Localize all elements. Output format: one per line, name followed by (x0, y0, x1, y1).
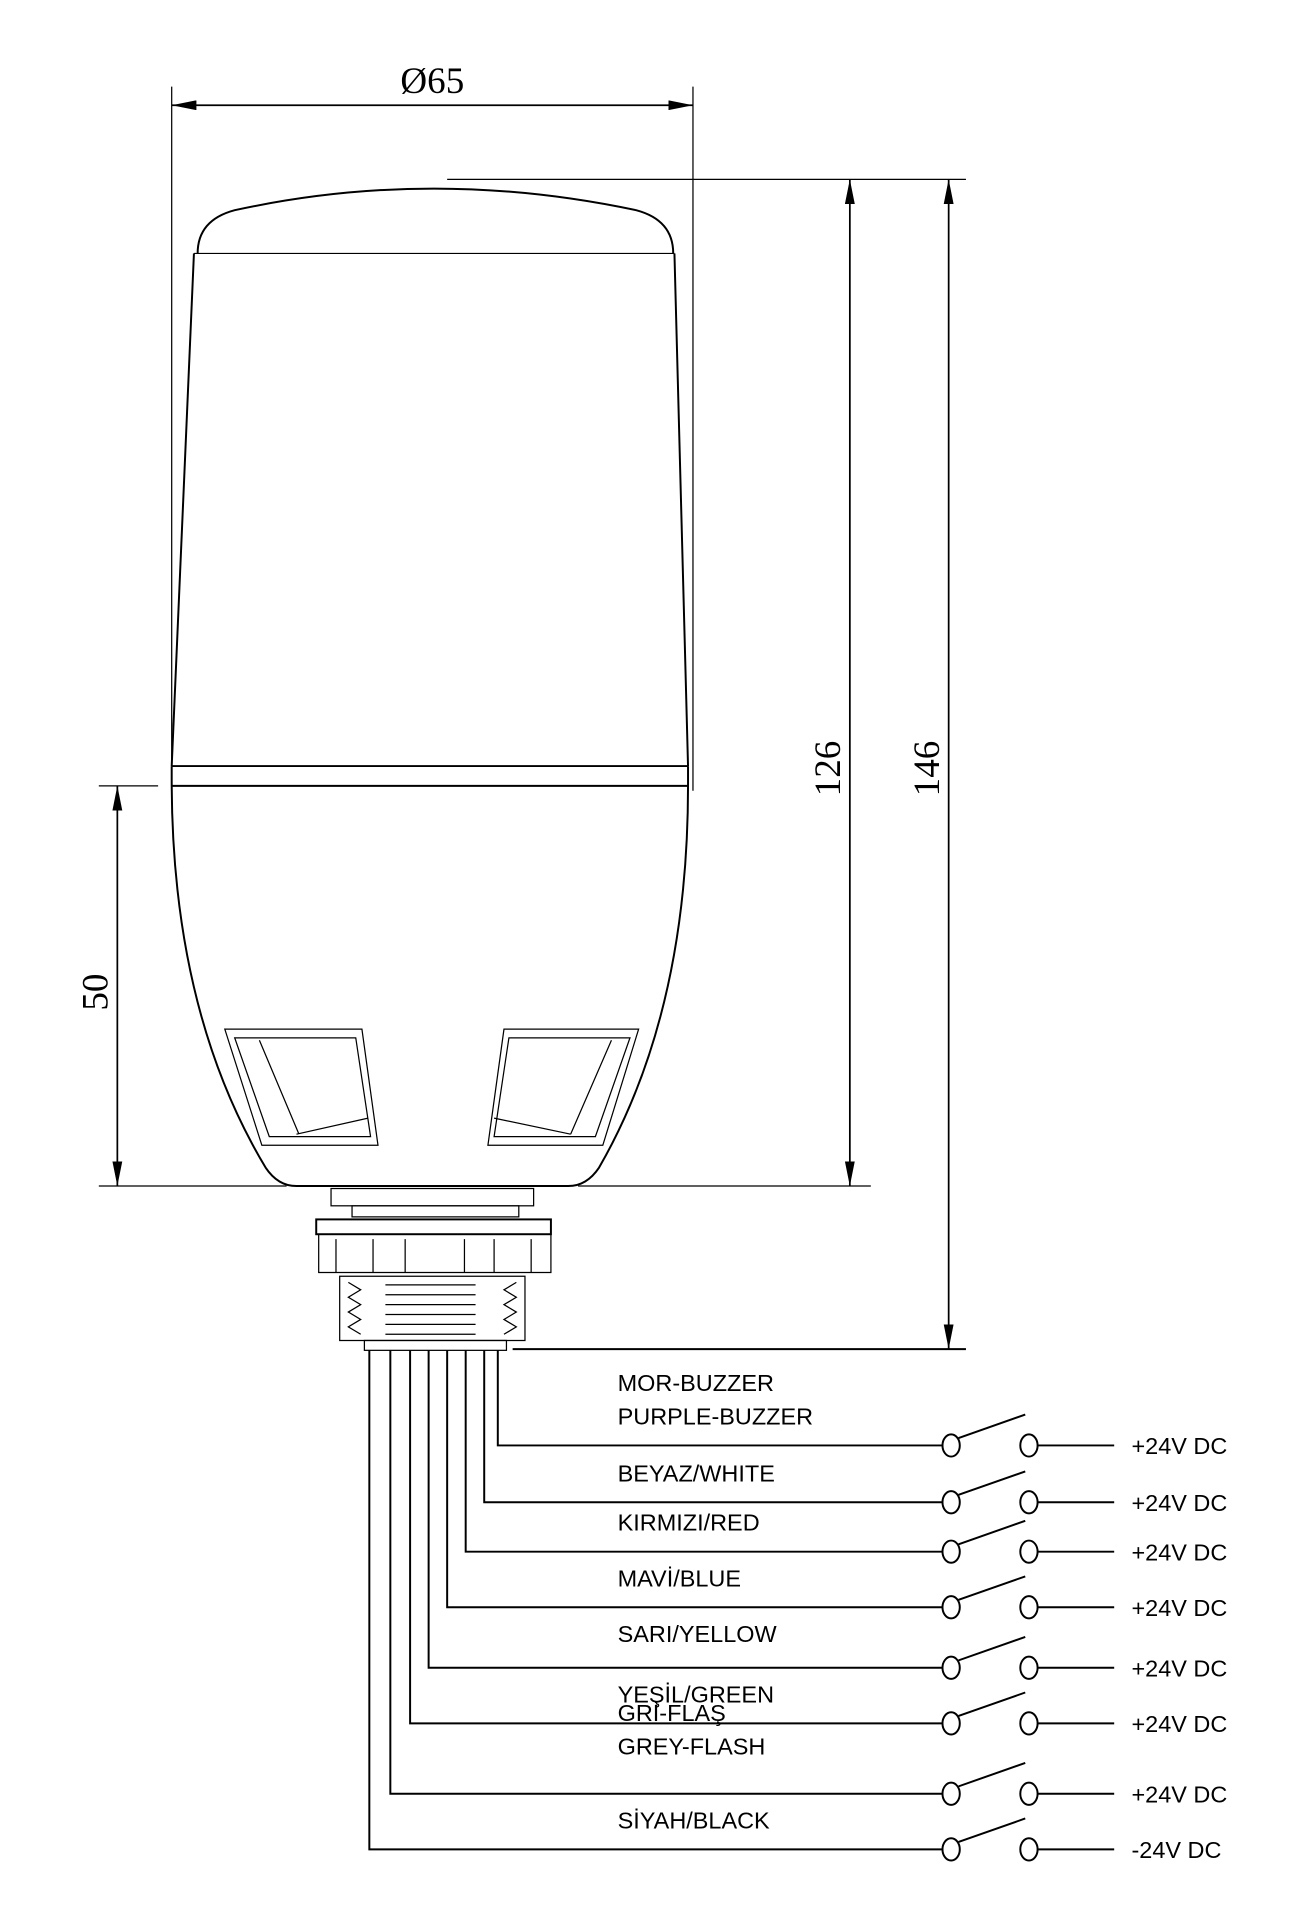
wire-color-label: MOR-BUZZER (618, 1370, 774, 1396)
wire-color-label: KIRMIZI/RED (618, 1510, 760, 1536)
wire (389, 1350, 943, 1795)
switch-contact-right (1019, 1655, 1039, 1680)
wire-color-label: YEŞİL/GREEN (618, 1681, 774, 1707)
sound-window-left (223, 1028, 379, 1146)
switch-contact-left (941, 1595, 961, 1620)
dimension-diameter: Ø65 (171, 61, 694, 791)
wire-color-label: PURPLE-BUZZER (618, 1403, 813, 1429)
wiring-diagram: +24V DC MOR-BUZZER PURPLE-BUZZER +24V DC BEY… (368, 1350, 1227, 1863)
supply-voltage-label: +24V DC (1131, 1433, 1227, 1459)
switch-contact-right (1019, 1711, 1039, 1736)
wire-row: +24V DC GRİ-FLAŞ GREY-FLASH (389, 1350, 1227, 1807)
mounting-base (315, 1187, 552, 1351)
wire (446, 1350, 943, 1609)
signal-lamp-body (170, 187, 690, 1188)
switch-blade (958, 1575, 1026, 1601)
wire (368, 1350, 943, 1851)
switch-contact-left (941, 1711, 961, 1736)
supply-voltage-label: +24V DC (1131, 1781, 1227, 1807)
switch-contact-left (941, 1655, 961, 1680)
wire-row: -24V DC SİYAH/BLACK (368, 1350, 1221, 1863)
switch-blade (958, 1761, 1026, 1788)
supply-voltage-label: -24V DC (1131, 1837, 1221, 1863)
wire (409, 1350, 943, 1725)
supply-voltage-label: +24V DC (1131, 1655, 1227, 1681)
wire-row: +24V DC KIRMIZI/RED (464, 1350, 1227, 1565)
switch-blade (958, 1470, 1026, 1496)
switch-contact-right (1019, 1595, 1039, 1620)
supply-voltage-label: +24V DC (1131, 1539, 1227, 1565)
switch-contact-left (941, 1490, 961, 1515)
wire-row: +24V DC MAVİ/BLUE (446, 1350, 1227, 1621)
supply-voltage-label: +24V DC (1131, 1490, 1227, 1516)
switch-blade (958, 1817, 1026, 1843)
switch-contact-left (941, 1433, 961, 1458)
wire-color-label: GREY-FLASH (618, 1733, 766, 1759)
wire-color-label: GRİ-FLAŞ (618, 1700, 726, 1726)
switch-blade (958, 1413, 1026, 1439)
dimension-126-label: 126 (808, 741, 849, 797)
switch-contact-right (1019, 1781, 1039, 1806)
supply-voltage-label: +24V DC (1131, 1711, 1227, 1737)
switch-contact-right (1019, 1539, 1039, 1564)
switch-blade (958, 1691, 1026, 1717)
wire-color-label: SİYAH/BLACK (618, 1807, 770, 1833)
wire (496, 1350, 943, 1447)
wire-color-label: MAVİ/BLUE (618, 1565, 741, 1591)
switch-contact-left (941, 1539, 961, 1564)
dimension-diameter-label: Ø65 (400, 61, 464, 102)
switch-contact-right (1019, 1433, 1039, 1458)
wire (464, 1350, 943, 1553)
sound-window-right (487, 1028, 640, 1146)
wire (427, 1350, 943, 1669)
wire-color-label: SARI/YELLOW (618, 1621, 778, 1647)
dimension-146-label: 146 (907, 741, 948, 797)
switch-blade (958, 1635, 1026, 1662)
dimension-50-label: 50 (75, 974, 116, 1011)
supply-voltage-label: +24V DC (1131, 1595, 1227, 1621)
switch-contact-right (1019, 1490, 1039, 1515)
switch-contact-left (941, 1781, 961, 1806)
wire-row: +24V DC YEŞİL/GREEN (409, 1350, 1227, 1737)
switch-contact-right (1019, 1837, 1039, 1862)
dimension-heights: 126 146 50 (75, 178, 966, 1351)
switch-blade (958, 1519, 1026, 1546)
switch-contact-left (941, 1837, 961, 1862)
wire-row: +24V DC MOR-BUZZER PURPLE-BUZZER (496, 1350, 1227, 1459)
wire-row: +24V DC BEYAZ/WHITE (483, 1350, 1227, 1516)
wire-row: +24V DC SARI/YELLOW (427, 1350, 1227, 1681)
wire (483, 1350, 943, 1504)
wire-color-label: BEYAZ/WHITE (618, 1460, 775, 1486)
